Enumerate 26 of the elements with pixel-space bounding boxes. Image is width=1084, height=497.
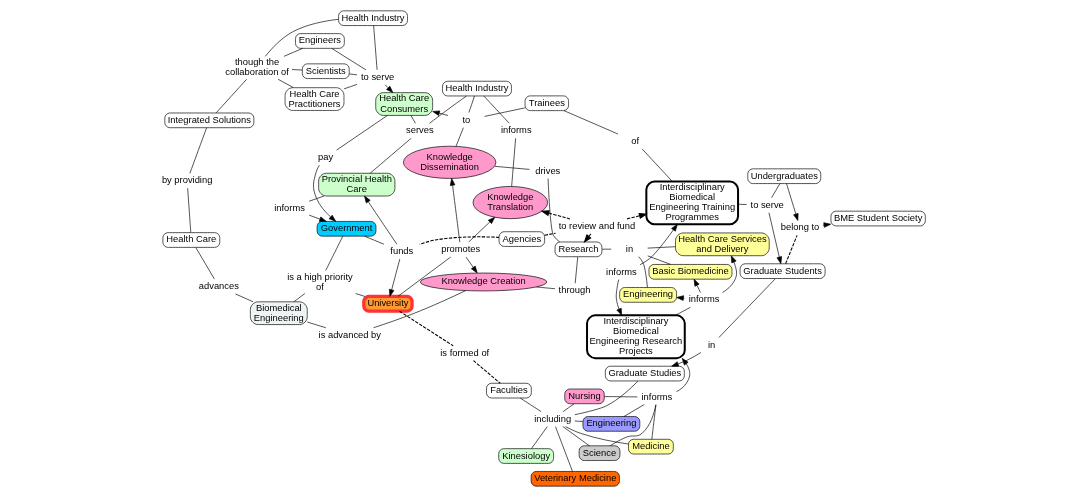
node-text: by providing xyxy=(161,175,213,186)
node-text: of xyxy=(631,135,640,146)
node-text: informs xyxy=(606,266,637,277)
node-text: in xyxy=(708,339,716,350)
node-text: to serve xyxy=(361,71,395,82)
node-text: drives xyxy=(535,165,561,176)
node-text: promotes xyxy=(441,244,481,255)
node-text: funds xyxy=(390,246,414,257)
node-text: to review and fund xyxy=(558,220,636,231)
node-text: advances xyxy=(198,281,239,292)
node-text: informs xyxy=(688,294,720,305)
node-text: is formed of xyxy=(440,347,490,358)
node-text: though the collaboration of xyxy=(225,57,289,78)
node-text: in xyxy=(625,243,634,254)
node-text: including xyxy=(534,413,572,424)
node-text: to xyxy=(462,114,471,125)
node-text: informs xyxy=(500,125,532,136)
node-text: pay xyxy=(318,152,334,163)
node-text: is advanced by xyxy=(318,329,382,340)
node-text: serves xyxy=(406,125,434,136)
node-text: is a high priority of xyxy=(287,271,353,292)
node-text: informs xyxy=(274,202,305,213)
node-text: belong to xyxy=(780,222,820,233)
node-text: informs xyxy=(641,391,673,402)
node-text: to serve xyxy=(750,199,784,210)
node-text: through xyxy=(558,285,591,296)
